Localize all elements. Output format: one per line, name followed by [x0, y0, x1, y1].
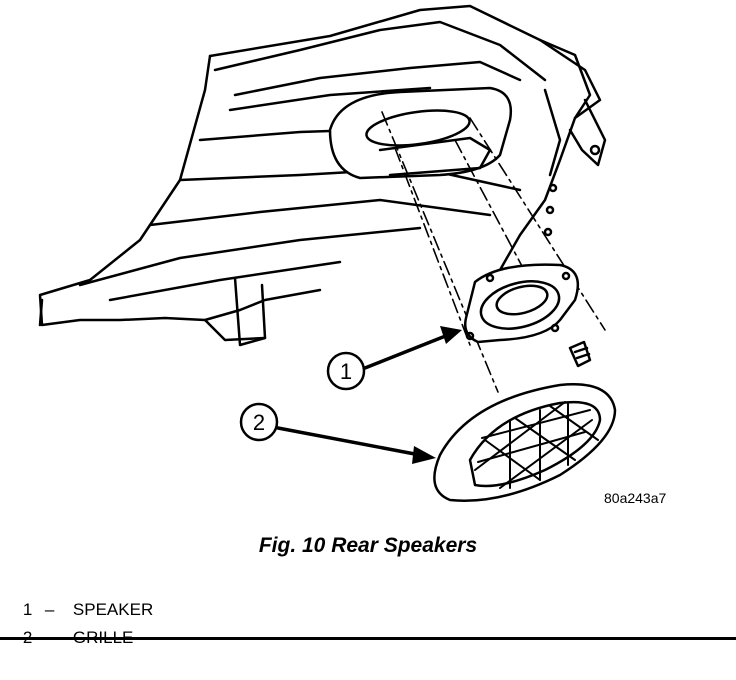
speaker — [464, 263, 592, 368]
alignment-lines — [381, 111, 606, 393]
speaker-opening — [328, 86, 513, 180]
callout-arrows — [276, 333, 450, 457]
callout-1-number: 1 — [340, 359, 352, 384]
figure-caption: Fig. 10 Rear Speakers — [258, 534, 478, 557]
callout-2-circle — [239, 402, 279, 442]
callout-2-arrowhead — [412, 446, 436, 464]
legend-label: SPEAKER — [72, 600, 154, 619]
callout-1-circle — [326, 351, 366, 391]
bottom-rule — [0, 637, 736, 640]
callout-1-arrowhead — [440, 326, 462, 344]
callout-2-number: 2 — [253, 410, 265, 435]
grille — [433, 383, 617, 502]
screw — [568, 340, 592, 368]
legend-dash: – — [44, 600, 55, 619]
drawing-code: 80a243a7 — [604, 490, 667, 506]
legend-item: 1–SPEAKER — [4, 568, 153, 619]
legend-number: 1 — [22, 600, 33, 619]
rear-speaker-illustration: 1 2 — [38, 4, 617, 502]
legend: 1–SPEAKER 2–GRILLE — [4, 568, 153, 647]
